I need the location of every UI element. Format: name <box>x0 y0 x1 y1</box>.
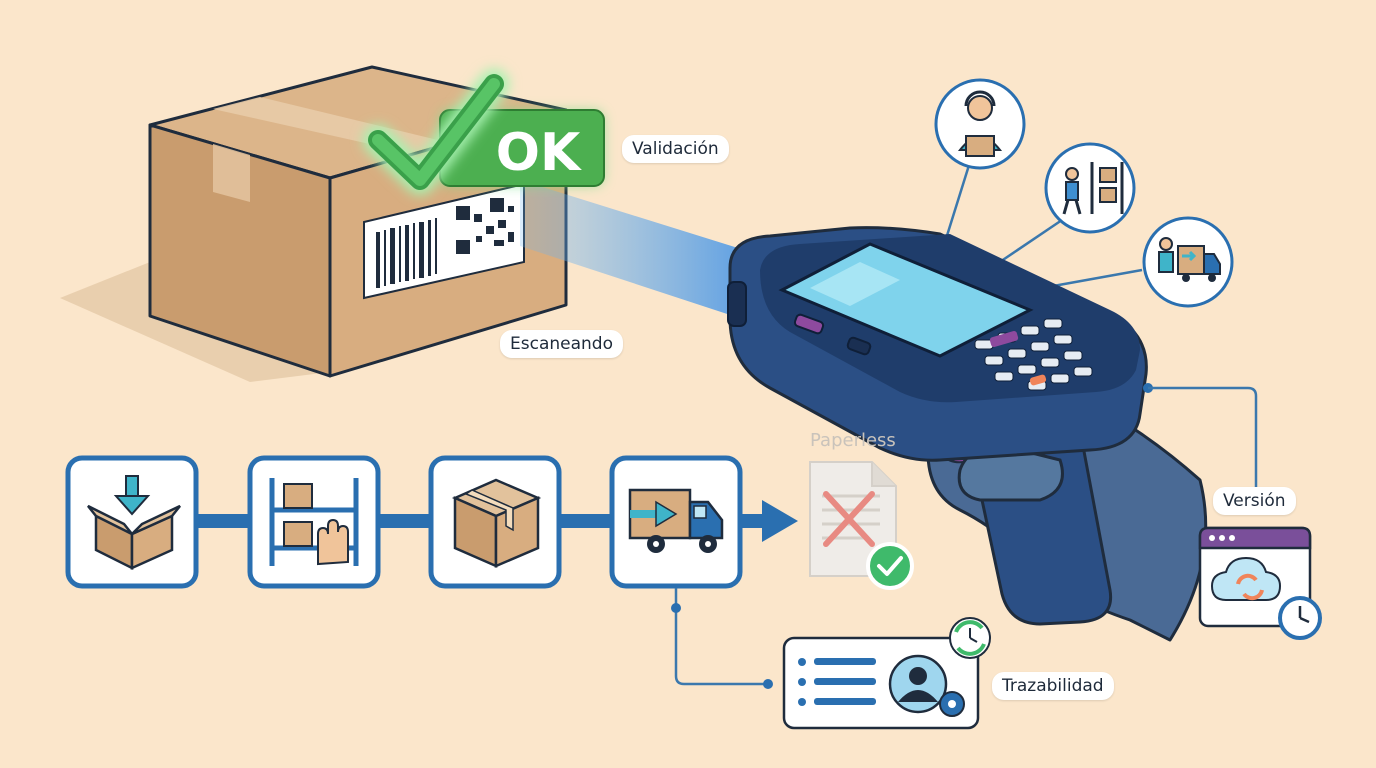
ok-badge-text: OK <box>496 123 582 183</box>
closed-box-icon <box>451 478 542 568</box>
list-icon <box>798 658 876 706</box>
version-update-window <box>1198 526 1322 640</box>
flow-arrow-shaft <box>740 514 764 528</box>
label-scanning: Escaneando <box>500 330 623 358</box>
handheld-scanner <box>727 226 1208 642</box>
role-circle-warehouse <box>1044 142 1136 234</box>
shelf-picking-icon <box>269 478 359 566</box>
approve-check-icon <box>866 542 914 590</box>
delivery-truck-icon <box>628 488 724 553</box>
traceability-connector <box>671 588 773 689</box>
traceability-card <box>782 617 991 730</box>
role-circle-support <box>934 78 1026 170</box>
scan-beam <box>520 180 770 328</box>
process-flow <box>65 455 798 589</box>
user-profile-icon <box>888 654 948 714</box>
label-traceability: Trazabilidad <box>992 672 1114 700</box>
process-step-packing <box>428 455 562 589</box>
support-agent-icon <box>957 90 1003 157</box>
inbound-box-icon <box>87 475 181 571</box>
ok-validation-badge <box>363 69 605 195</box>
delivery-driver-icon <box>1158 237 1221 282</box>
process-step-shipping <box>609 455 743 589</box>
warehouse-worker-icon <box>1062 162 1124 215</box>
history-cycle-icon <box>949 617 991 659</box>
label-validation: Validación <box>622 135 729 163</box>
gear-icon <box>939 691 965 717</box>
process-step-inbound <box>65 455 199 589</box>
label-paperless: Paperless <box>810 430 896 451</box>
barcode-label <box>363 182 525 300</box>
clock-icon <box>1278 596 1322 640</box>
paperless-document <box>809 461 914 590</box>
process-step-picking <box>247 455 381 589</box>
version-connector <box>1143 383 1258 496</box>
label-version: Versión <box>1213 487 1296 515</box>
cloud-sync-icon <box>1210 556 1282 601</box>
role-circle-delivery <box>1142 216 1234 308</box>
flow-arrow-head <box>762 500 798 542</box>
reject-x-icon <box>823 491 875 547</box>
